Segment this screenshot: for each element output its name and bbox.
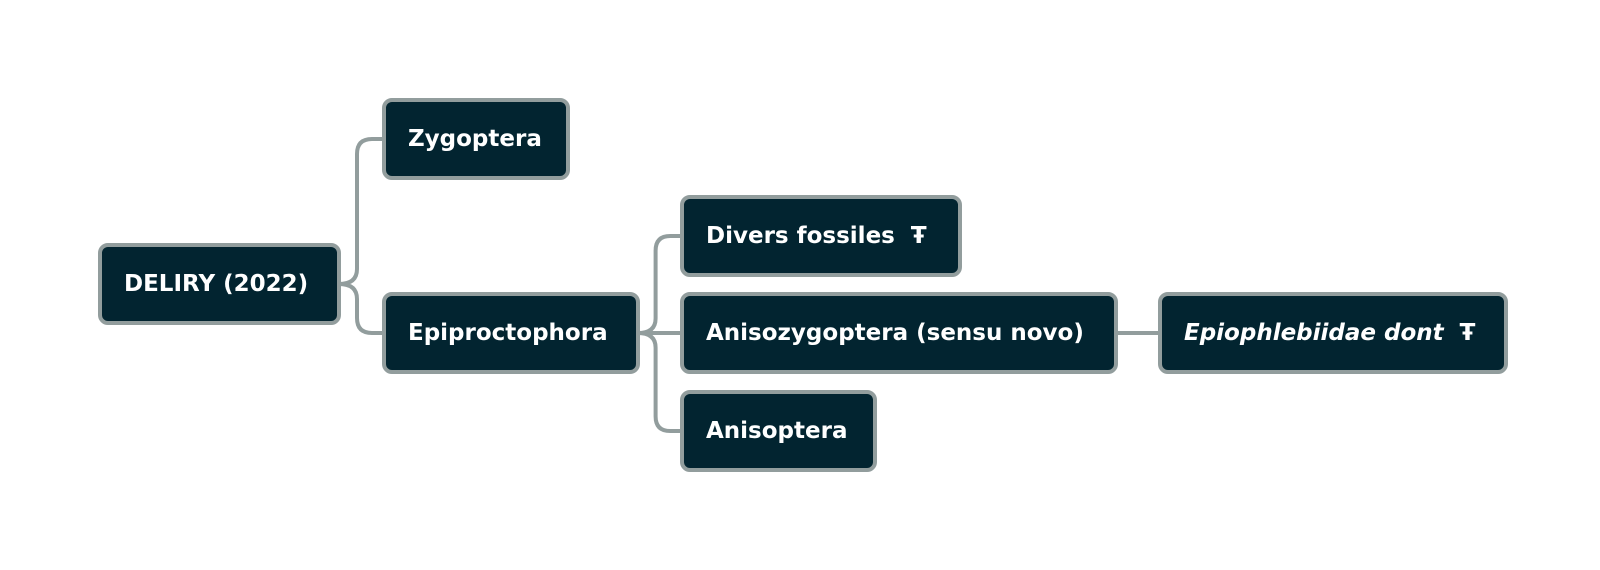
extinct-dagger-icon: Ŧ <box>910 223 927 249</box>
node-label: Anisoptera <box>706 418 848 444</box>
node-label: Anisozygoptera (sensu novo) <box>706 320 1084 346</box>
node-label: Epiophlebiidae dont <box>1184 320 1444 346</box>
connector-root-zygoptera <box>337 137 386 286</box>
node-label: DELIRY (2022) <box>124 271 309 297</box>
node-label: Zygoptera <box>408 126 542 152</box>
node-anisozygoptera[interactable]: Anisozygoptera (sensu novo) <box>680 292 1118 374</box>
connector-root-epiproctophora <box>337 282 386 335</box>
node-label: Divers fossiles <box>706 223 895 249</box>
extinct-dagger-icon: Ŧ <box>1459 320 1476 346</box>
node-label: Epiproctophora <box>408 320 608 346</box>
node-deliry-2022[interactable]: DELIRY (2022) <box>98 243 341 325</box>
node-zygoptera[interactable]: Zygoptera <box>382 98 570 180</box>
node-epiophlebiidae[interactable]: Epiophlebiidae dont Ŧ <box>1158 292 1508 374</box>
connector-epiproctophora-anisoptera <box>636 331 684 433</box>
node-epiproctophora[interactable]: Epiproctophora <box>382 292 640 374</box>
node-anisoptera[interactable]: Anisoptera <box>680 390 877 472</box>
connector-epiproctophora-divers_fossiles <box>636 234 684 335</box>
node-divers-fossiles[interactable]: Divers fossiles Ŧ <box>680 195 962 277</box>
